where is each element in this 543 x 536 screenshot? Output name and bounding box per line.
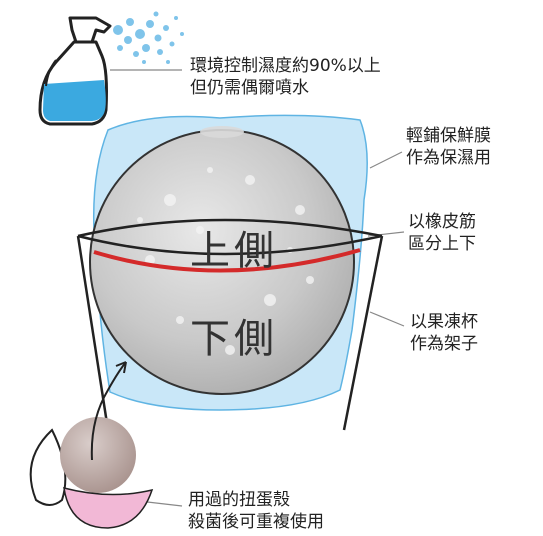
spray-note-line2: 但仍需偶爾噴水: [190, 78, 309, 98]
shell-note-line1: 用過的扭蛋殼: [188, 490, 290, 510]
spray-mist-icon: [113, 11, 184, 64]
upper-side-label: 上側: [190, 228, 278, 274]
wrap-note-line1: 輕鋪保鮮膜: [406, 126, 491, 146]
wrap-note-line2: 作為保濕用: [406, 148, 491, 168]
cup-rim-front: [77, 234, 383, 256]
cup-rim-back: [77, 218, 383, 238]
band-note-line2: 區分上下: [408, 234, 476, 254]
capsule-shell-icon: [29, 417, 154, 529]
rubber-band: [93, 248, 361, 273]
lower-side-label: 下側: [190, 316, 278, 362]
cup-note-line2: 作為架子: [410, 334, 478, 354]
cup-wall-right: [342, 235, 384, 431]
band-note-line1: 以橡皮筋: [408, 212, 476, 232]
cup-note-line1: 以果凍杯: [410, 312, 478, 332]
arrow-icon: [90, 361, 127, 461]
spray-bottle-icon: [38, 16, 112, 126]
spray-note-line1: 環境控制濕度約90%以上: [190, 56, 381, 76]
shell-note-line2: 殺菌後可重複使用: [188, 512, 324, 532]
